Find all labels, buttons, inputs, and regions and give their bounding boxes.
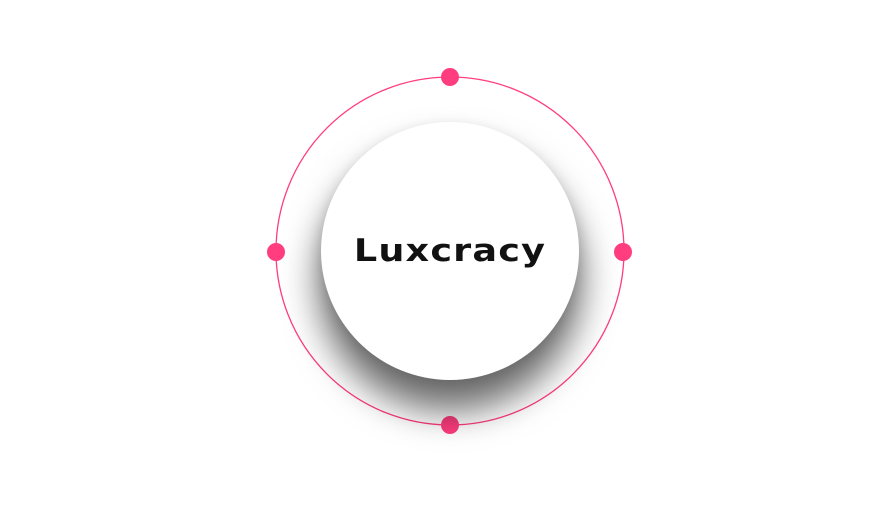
orbit-node-right (614, 243, 632, 261)
orbit-node-bottom (441, 416, 459, 434)
orbit-node-top (441, 68, 459, 86)
brand-logo-wordmark: Luxcracy (353, 233, 547, 269)
logo-disc (321, 122, 579, 380)
orbit-node-left (267, 243, 285, 261)
